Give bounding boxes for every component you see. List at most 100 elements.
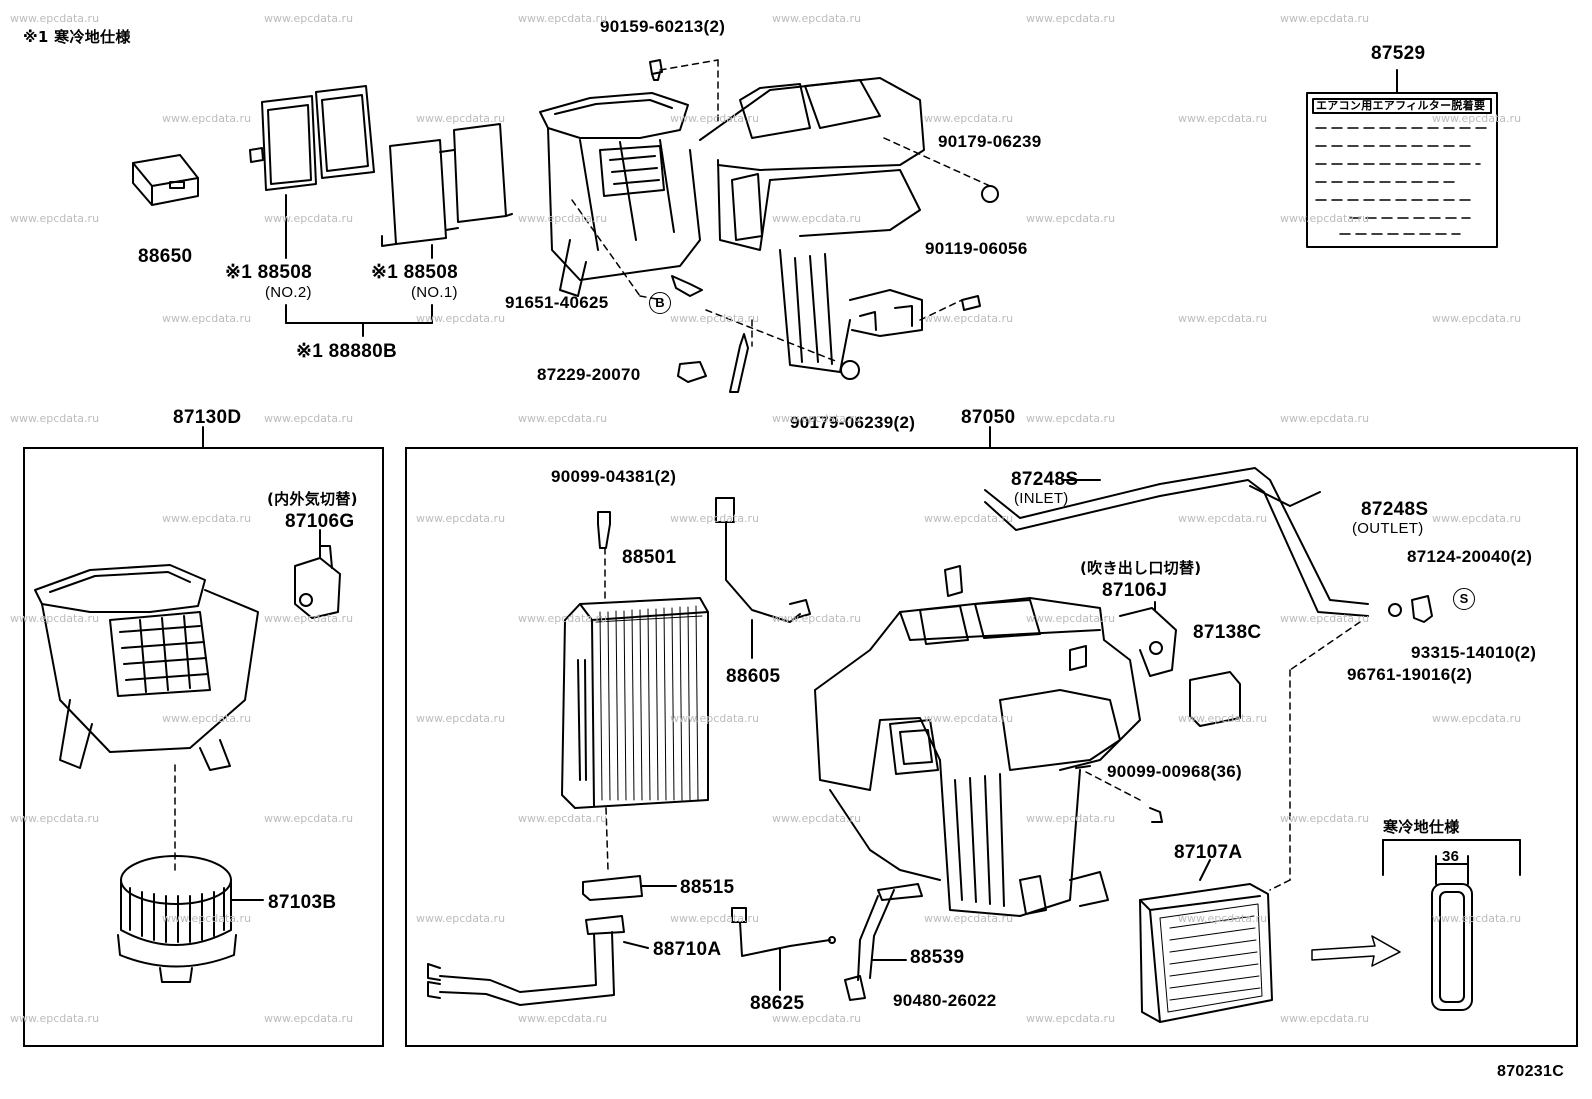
blower-unit-drawing bbox=[34, 564, 264, 983]
part-88710a[interactable]: 88710A bbox=[653, 939, 722, 960]
watermark-text: www.epcdata.ru bbox=[162, 712, 252, 725]
watermark-text: www.epcdata.ru bbox=[162, 512, 252, 525]
watermark-text: www.epcdata.ru bbox=[416, 312, 506, 325]
part-88605[interactable]: 88605 bbox=[726, 666, 781, 687]
watermark-text: www.epcdata.ru bbox=[1026, 812, 1116, 825]
watermark-text: www.epcdata.ru bbox=[670, 312, 760, 325]
part-88880b[interactable]: ※1 88880B bbox=[296, 341, 398, 362]
watermark-text: www.epcdata.ru bbox=[10, 212, 100, 225]
part-88508-no2-drawing bbox=[249, 85, 375, 259]
evaporator-drawing bbox=[561, 511, 709, 871]
part-87106g[interactable]: 87106G bbox=[285, 511, 355, 532]
arrow-to-cold-spec bbox=[1311, 935, 1401, 967]
part-96761-19016[interactable]: 96761-19016(2) bbox=[1347, 665, 1473, 684]
part-88508-no1-sub: (NO.1) bbox=[411, 284, 458, 301]
watermark-text: www.epcdata.ru bbox=[416, 512, 506, 525]
watermark-text: www.epcdata.ru bbox=[670, 912, 760, 925]
part-87529[interactable]: 87529 bbox=[1371, 43, 1426, 64]
part-88515[interactable]: 88515 bbox=[680, 877, 735, 898]
watermark-text: www.epcdata.ru bbox=[1432, 912, 1522, 925]
watermark-text: www.epcdata.ru bbox=[416, 712, 506, 725]
part-88625-drawing bbox=[731, 907, 836, 991]
diagram-code: 870231C bbox=[1497, 1063, 1565, 1080]
part-90119-06056[interactable]: 90119-06056 bbox=[925, 239, 1028, 258]
watermark-text: www.epcdata.ru bbox=[670, 112, 760, 125]
watermark-text: www.epcdata.ru bbox=[1280, 1012, 1370, 1025]
watermark-text: www.epcdata.ru bbox=[518, 12, 608, 25]
watermark-text: www.epcdata.ru bbox=[416, 112, 506, 125]
watermark-text: www.epcdata.ru bbox=[1026, 212, 1116, 225]
watermark-text: www.epcdata.ru bbox=[1280, 612, 1370, 625]
part-87124-20040[interactable]: 87124-20040(2) bbox=[1407, 547, 1533, 566]
part-90179-06239[interactable]: 90179-06239 bbox=[938, 132, 1042, 151]
watermark-text: www.epcdata.ru bbox=[1178, 312, 1268, 325]
watermark-text: www.epcdata.ru bbox=[772, 412, 862, 425]
watermark-text: www.epcdata.ru bbox=[10, 1012, 100, 1025]
part-87107a[interactable]: 87107A bbox=[1174, 842, 1243, 863]
part-88650[interactable]: 88650 bbox=[138, 246, 193, 267]
part-87529-drawing bbox=[1306, 69, 1498, 248]
part-87050[interactable]: 87050 bbox=[961, 407, 1016, 428]
watermark-text: www.epcdata.ru bbox=[1026, 1012, 1116, 1025]
part-87103b[interactable]: 87103B bbox=[268, 892, 337, 913]
part-87130d[interactable]: 87130D bbox=[173, 407, 242, 428]
part-90159-60213[interactable]: 90159-60213(2) bbox=[600, 17, 726, 36]
part-88605-drawing bbox=[715, 497, 811, 659]
part-88625[interactable]: 88625 bbox=[750, 993, 805, 1014]
watermark-text: www.epcdata.ru bbox=[1178, 912, 1268, 925]
heater-case-drawing bbox=[814, 565, 1241, 1001]
watermark-text: www.epcdata.ru bbox=[1432, 312, 1522, 325]
watermark-text: www.epcdata.ru bbox=[772, 212, 862, 225]
watermark-text: www.epcdata.ru bbox=[518, 1012, 608, 1025]
watermark-text: www.epcdata.ru bbox=[264, 212, 354, 225]
watermark-text: www.epcdata.ru bbox=[162, 112, 252, 125]
part-87248s-inlet-sub: (INLET) bbox=[1014, 490, 1069, 507]
watermark-text: www.epcdata.ru bbox=[518, 412, 608, 425]
part-88508-no2[interactable]: ※1 88508 bbox=[225, 262, 312, 283]
watermark-text: www.epcdata.ru bbox=[1280, 412, 1370, 425]
watermark-text: www.epcdata.ru bbox=[670, 712, 760, 725]
part-88515-88710a-drawing bbox=[427, 875, 677, 1006]
part-87138c[interactable]: 87138C bbox=[1193, 622, 1262, 643]
part-88508-no1[interactable]: ※1 88508 bbox=[371, 262, 458, 283]
part-90099-04381[interactable]: 90099-04381(2) bbox=[551, 467, 677, 486]
watermark-text: www.epcdata.ru bbox=[10, 812, 100, 825]
top-fasteners bbox=[649, 59, 999, 393]
frame-87050 bbox=[405, 447, 1578, 1047]
watermark-text: www.epcdata.ru bbox=[772, 1012, 862, 1025]
heater-core-drawing bbox=[1139, 859, 1273, 1023]
cold-spec-note: ※1 寒冷地仕様 bbox=[23, 28, 131, 46]
part-87248s-outlet[interactable]: 87248S bbox=[1361, 499, 1429, 520]
part-88508-no1-drawing bbox=[381, 123, 513, 259]
part-90179-06239-2[interactable]: 90179-06239(2) bbox=[790, 413, 916, 432]
watermark-text: www.epcdata.ru bbox=[162, 912, 252, 925]
top-leader-lines bbox=[571, 59, 991, 363]
watermark-text: www.epcdata.ru bbox=[10, 412, 100, 425]
part-88539[interactable]: 88539 bbox=[910, 947, 965, 968]
watermark-text: www.epcdata.ru bbox=[772, 812, 862, 825]
watermark-text: www.epcdata.ru bbox=[264, 412, 354, 425]
frame-87130d bbox=[23, 447, 384, 1047]
watermark-text: www.epcdata.ru bbox=[772, 612, 862, 625]
watermark-text: www.epcdata.ru bbox=[518, 212, 608, 225]
watermark-text: www.epcdata.ru bbox=[518, 812, 608, 825]
part-91651-40625[interactable]: 91651-40625 bbox=[505, 293, 609, 312]
part-87106j[interactable]: 87106J bbox=[1102, 580, 1168, 601]
watermark-text: www.epcdata.ru bbox=[924, 712, 1014, 725]
part-88501[interactable]: 88501 bbox=[622, 547, 677, 568]
part-90099-00968[interactable]: 90099-00968(36) bbox=[1107, 762, 1242, 781]
top-unit-drawing bbox=[539, 77, 925, 373]
part-87248s-inlet[interactable]: 87248S bbox=[1011, 469, 1079, 490]
watermark-text: www.epcdata.ru bbox=[924, 912, 1014, 925]
label-sheet-title: エアコン用エアフィルター脱着要 bbox=[1316, 100, 1486, 112]
part-93315-14010[interactable]: 93315-14010(2) bbox=[1411, 643, 1537, 662]
tag-b: B bbox=[649, 292, 671, 314]
watermark-text: www.epcdata.ru bbox=[1280, 812, 1370, 825]
watermark-text: www.epcdata.ru bbox=[924, 512, 1014, 525]
part-87229-20070[interactable]: 87229-20070 bbox=[537, 365, 641, 384]
dimension-36: 36 bbox=[1442, 848, 1460, 865]
part-90480-26022[interactable]: 90480-26022 bbox=[893, 991, 997, 1010]
watermark-text: www.epcdata.ru bbox=[1432, 712, 1522, 725]
watermark-text: www.epcdata.ru bbox=[1280, 12, 1370, 25]
tag-s: S bbox=[1453, 588, 1475, 610]
